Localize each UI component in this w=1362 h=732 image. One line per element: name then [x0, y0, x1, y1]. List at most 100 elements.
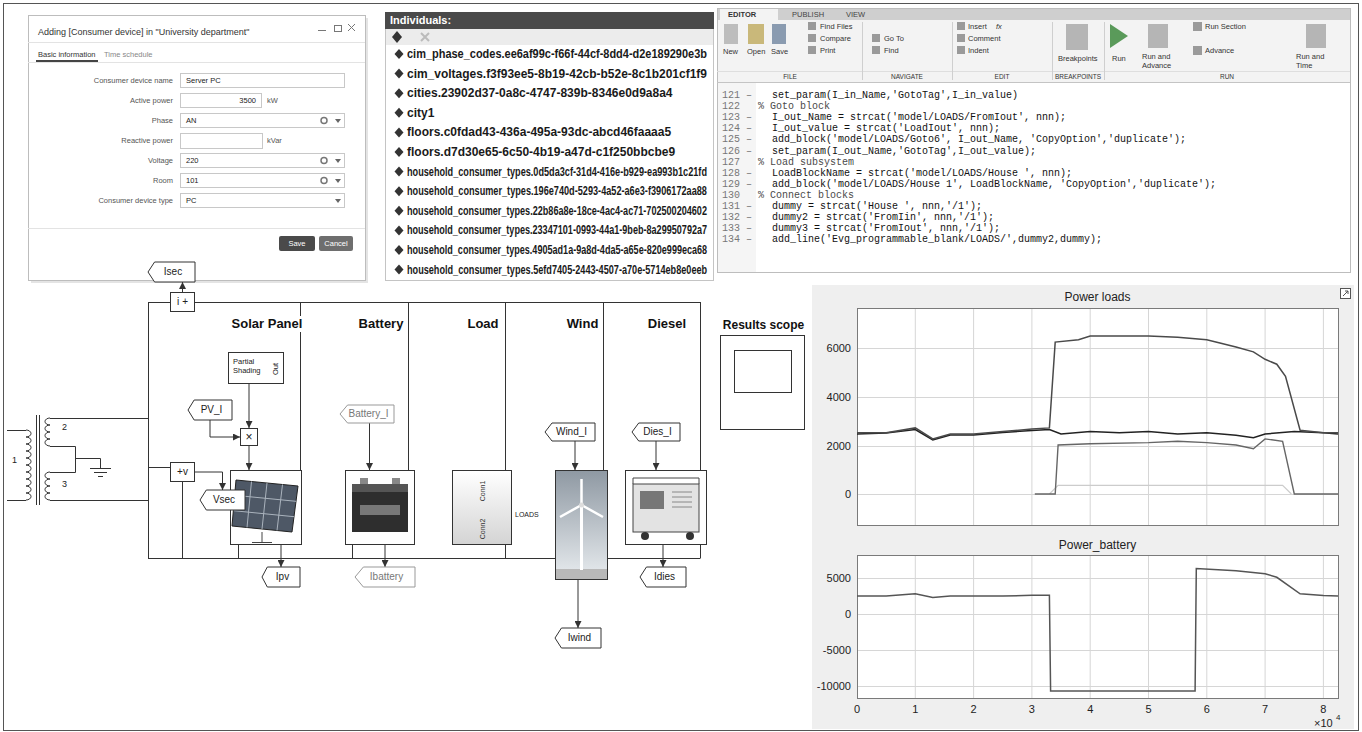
line-number: 130: [722, 190, 740, 201]
toolbar-label: Breakpoints: [1058, 54, 1098, 63]
code-line: dummy = strcat('House ', nnn,'/1');: [772, 201, 982, 212]
tag-outline-shape: [632, 423, 680, 441]
individuals-panel-drawing: [395, 167, 404, 177]
cancel-button: Cancel: [319, 236, 353, 251]
signal-arrow: [575, 441, 576, 470]
tag-name: PV_I: [201, 404, 223, 416]
signal-arrow: [385, 545, 386, 567]
code-editor-drawing: [718, 9, 1350, 20]
simulink-wiring: [301, 302, 701, 470]
field-label: Consumer device type: [98, 196, 173, 205]
field-label: Phase: [152, 116, 173, 125]
axis-tick: 6000: [827, 342, 851, 355]
toolbar-label: Compare: [820, 34, 851, 43]
dialog-window-drawing: [335, 119, 341, 123]
goto-tag: Vsec: [200, 490, 245, 510]
tag-name: Battery_I: [348, 408, 388, 420]
individuals-panel-drawing: [421, 33, 429, 41]
chart-window-drawing: [1341, 289, 1351, 299]
tag-name: Isec: [164, 266, 182, 278]
toolbar-label: Comment: [968, 34, 1001, 43]
panel-header: Individuals:: [390, 14, 451, 27]
diesel-block: Diesel: [625, 470, 707, 545]
chart-window-drawing: [857, 336, 1338, 439]
input-field: PC: [180, 193, 345, 208]
line-number: 133 –: [722, 223, 752, 234]
axis-tick: 1: [912, 703, 918, 716]
code-line: set_param(I_out_Name,'GotoTag',I_out_val…: [772, 146, 1036, 157]
code-editor-drawing: [772, 24, 786, 44]
button-label: Cancel: [324, 239, 347, 248]
block-heading: Solar Panel: [230, 316, 305, 332]
individual-item: household_consumer_types.4905ad1a-9a8d-4…: [407, 243, 707, 257]
axis-tick: -10000: [817, 680, 851, 693]
tab-label: Time schedule: [104, 50, 153, 59]
dialog-window-drawing: [335, 179, 341, 183]
chart-window-drawing: [812, 285, 1354, 729]
code-editor-drawing: [717, 71, 1350, 72]
axis-tick: 4: [1087, 703, 1093, 716]
code-editor-drawing: [720, 9, 778, 20]
port-label: Conn2: [479, 519, 487, 540]
dialog-window-drawing: [28, 16, 368, 284]
scope-screen: [735, 351, 792, 393]
toolbar-label: Run and Time: [1296, 52, 1338, 70]
chart-axes: Power loads: [857, 308, 1338, 525]
battery-picture: [352, 492, 408, 532]
individuals-panel-drawing: [395, 225, 404, 235]
tag-outline-shape: [545, 423, 595, 441]
code-line: add_block('model/LOADS/House 1', LoadBlo…: [772, 179, 1216, 190]
solar-panel-picture: [252, 532, 272, 543]
wind-block: Wind: [555, 470, 608, 580]
block-heading: Diesel: [646, 316, 688, 332]
tag-name: Idies: [654, 571, 675, 583]
tag-name: Wind_I: [556, 426, 587, 438]
individuals-panel-drawing: [395, 206, 404, 216]
code-editor-drawing: [1193, 46, 1202, 55]
winding-number: 2: [62, 422, 67, 433]
simulink-wiring: [45, 418, 50, 446]
code-comment: % Load subsystem: [758, 157, 854, 168]
chart-window-drawing: [858, 556, 1339, 699]
field-label: Voltage: [148, 156, 173, 165]
line-number: 132 –: [722, 212, 752, 223]
individuals-panel-drawing: [395, 186, 404, 196]
simulink-wiring: [50, 419, 148, 501]
dialog-window-drawing: [348, 24, 355, 31]
dialog-window-drawing: [29, 16, 366, 281]
code-editor-drawing: [957, 46, 965, 54]
block-heading: Battery: [357, 316, 406, 332]
voltage-sensor: +v: [170, 462, 195, 482]
chart-window-drawing: [1035, 439, 1338, 494]
code-line: I_out_Name = strcat('model/LOADS/FromIou…: [772, 112, 1066, 123]
axis-tick: 0: [845, 608, 851, 621]
wind-turbine-picture: [579, 503, 584, 508]
code-editor-drawing: [863, 22, 1105, 80]
tab-label: Basic information: [38, 50, 96, 59]
line-number: 121 –: [722, 90, 752, 101]
individual-item: household_consumer_types.0d5da3cf-31d4-4…: [407, 165, 707, 179]
tag-outline-shape: [200, 490, 245, 510]
toolbar-label: Open: [747, 47, 765, 56]
tag-outline-shape: [555, 628, 601, 648]
toolbar-label: Save: [771, 47, 788, 56]
axis-tick: -5000: [823, 644, 851, 657]
line-number: 129 –: [722, 179, 752, 190]
dialog-window-drawing: [28, 62, 365, 63]
solar-panel-picture: [232, 480, 298, 543]
winding-number: 3: [62, 479, 67, 490]
individuals-panel-drawing: [392, 31, 402, 43]
chart-window-drawing: [1049, 485, 1291, 494]
signal-arrow: [210, 420, 240, 437]
signal-arrow: [369, 423, 370, 470]
scope-screen: [735, 351, 792, 393]
wind-turbine-picture: [580, 505, 583, 570]
goto-tag: Ibattery: [355, 567, 415, 587]
tag-name: Vsec: [213, 494, 235, 506]
chart-window-drawing: [857, 430, 1338, 441]
input-field: 3500: [180, 93, 262, 108]
code-editor-drawing: [1193, 22, 1202, 31]
axis-tick: 0: [845, 488, 851, 501]
